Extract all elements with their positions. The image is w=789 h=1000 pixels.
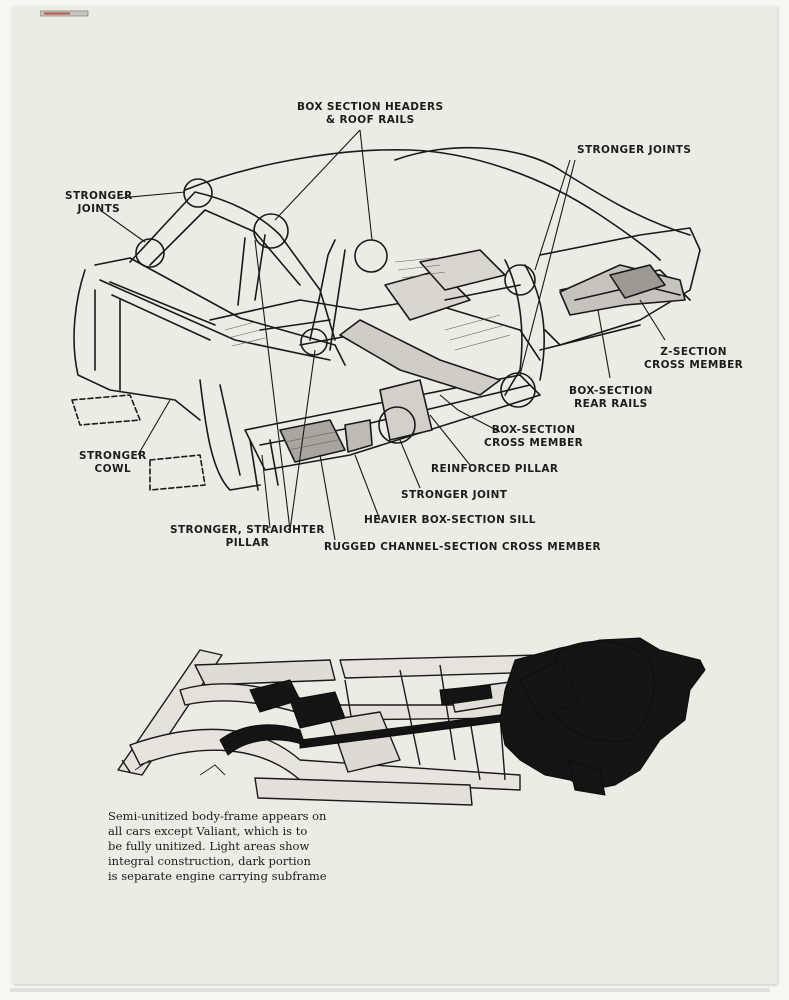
callout-stronger-straighter-pillar: STRONGER, STRAIGHTER PILLAR	[170, 524, 325, 549]
front-frame-stub	[71, 394, 141, 426]
joint-circle-floor	[378, 406, 416, 444]
callout-box-section-headers: BOX SECTION HEADERS & ROOF RAILS	[297, 101, 444, 126]
rear-bumper-rail	[254, 777, 473, 806]
callout-stronger-joints-left: STRONGER JOINTS	[65, 190, 133, 215]
frame-caption: Semi-unitized body-frame appears on all …	[108, 809, 327, 883]
rear-deck	[539, 227, 701, 346]
rear-rail	[609, 264, 666, 299]
front-door-pillar	[199, 379, 261, 491]
rear-roof-panel	[394, 146, 691, 236]
windshield-frame	[129, 191, 336, 341]
cowl-panel	[94, 257, 346, 366]
callout-z-section-cross-member: Z-SECTION CROSS MEMBER	[644, 346, 744, 371]
rocker-sill	[244, 374, 541, 471]
brochure-page	[12, 6, 777, 984]
callout-stronger-joints-right: STRONGER JOINTS	[577, 144, 692, 156]
joint-circle-rear-floor	[500, 372, 536, 408]
rear-fender	[539, 324, 641, 351]
center-tunnel	[339, 319, 501, 396]
c-pillar	[504, 259, 523, 396]
callout-heavier-box-section-sill: HEAVIER BOX-SECTION SILL	[364, 514, 536, 526]
joint-circle-roof-rail	[354, 239, 388, 273]
callout-rugged-channel-section: RUGGED CHANNEL-SECTION CROSS MEMBER	[324, 541, 602, 553]
drive-shaft	[299, 714, 501, 749]
joint-circle-c-pillar	[504, 264, 536, 296]
floor-pan	[209, 299, 541, 361]
rear-axle-left	[219, 724, 306, 756]
joint-circle-header	[253, 213, 289, 249]
roof-outline	[184, 148, 661, 261]
joint-circle-roof-left	[183, 178, 213, 208]
front-wheel-hub	[567, 759, 606, 796]
paper-clip-mark	[40, 10, 89, 17]
differential	[289, 691, 346, 729]
callout-box-section-cross-member: BOX-SECTION CROSS MEMBER	[484, 424, 584, 449]
callout-box-section-rear-rails: BOX-SECTION REAR RAILS	[569, 385, 653, 410]
b-pillar	[309, 239, 336, 341]
front-fender	[73, 269, 201, 421]
page-edge	[10, 988, 770, 992]
callout-reinforced-pillar: REINFORCED PILLAR	[431, 463, 559, 475]
channel-cross-member	[279, 419, 346, 463]
front-cross-rail	[194, 659, 336, 686]
callout-stronger-cowl: STRONGER COWL	[79, 450, 147, 475]
joint-circle-pillar-left	[135, 238, 165, 268]
center-box-member	[329, 711, 401, 773]
body-shell-cutaway-illustration	[71, 129, 701, 541]
callout-stronger-joint: STRONGER JOINT	[401, 489, 508, 501]
